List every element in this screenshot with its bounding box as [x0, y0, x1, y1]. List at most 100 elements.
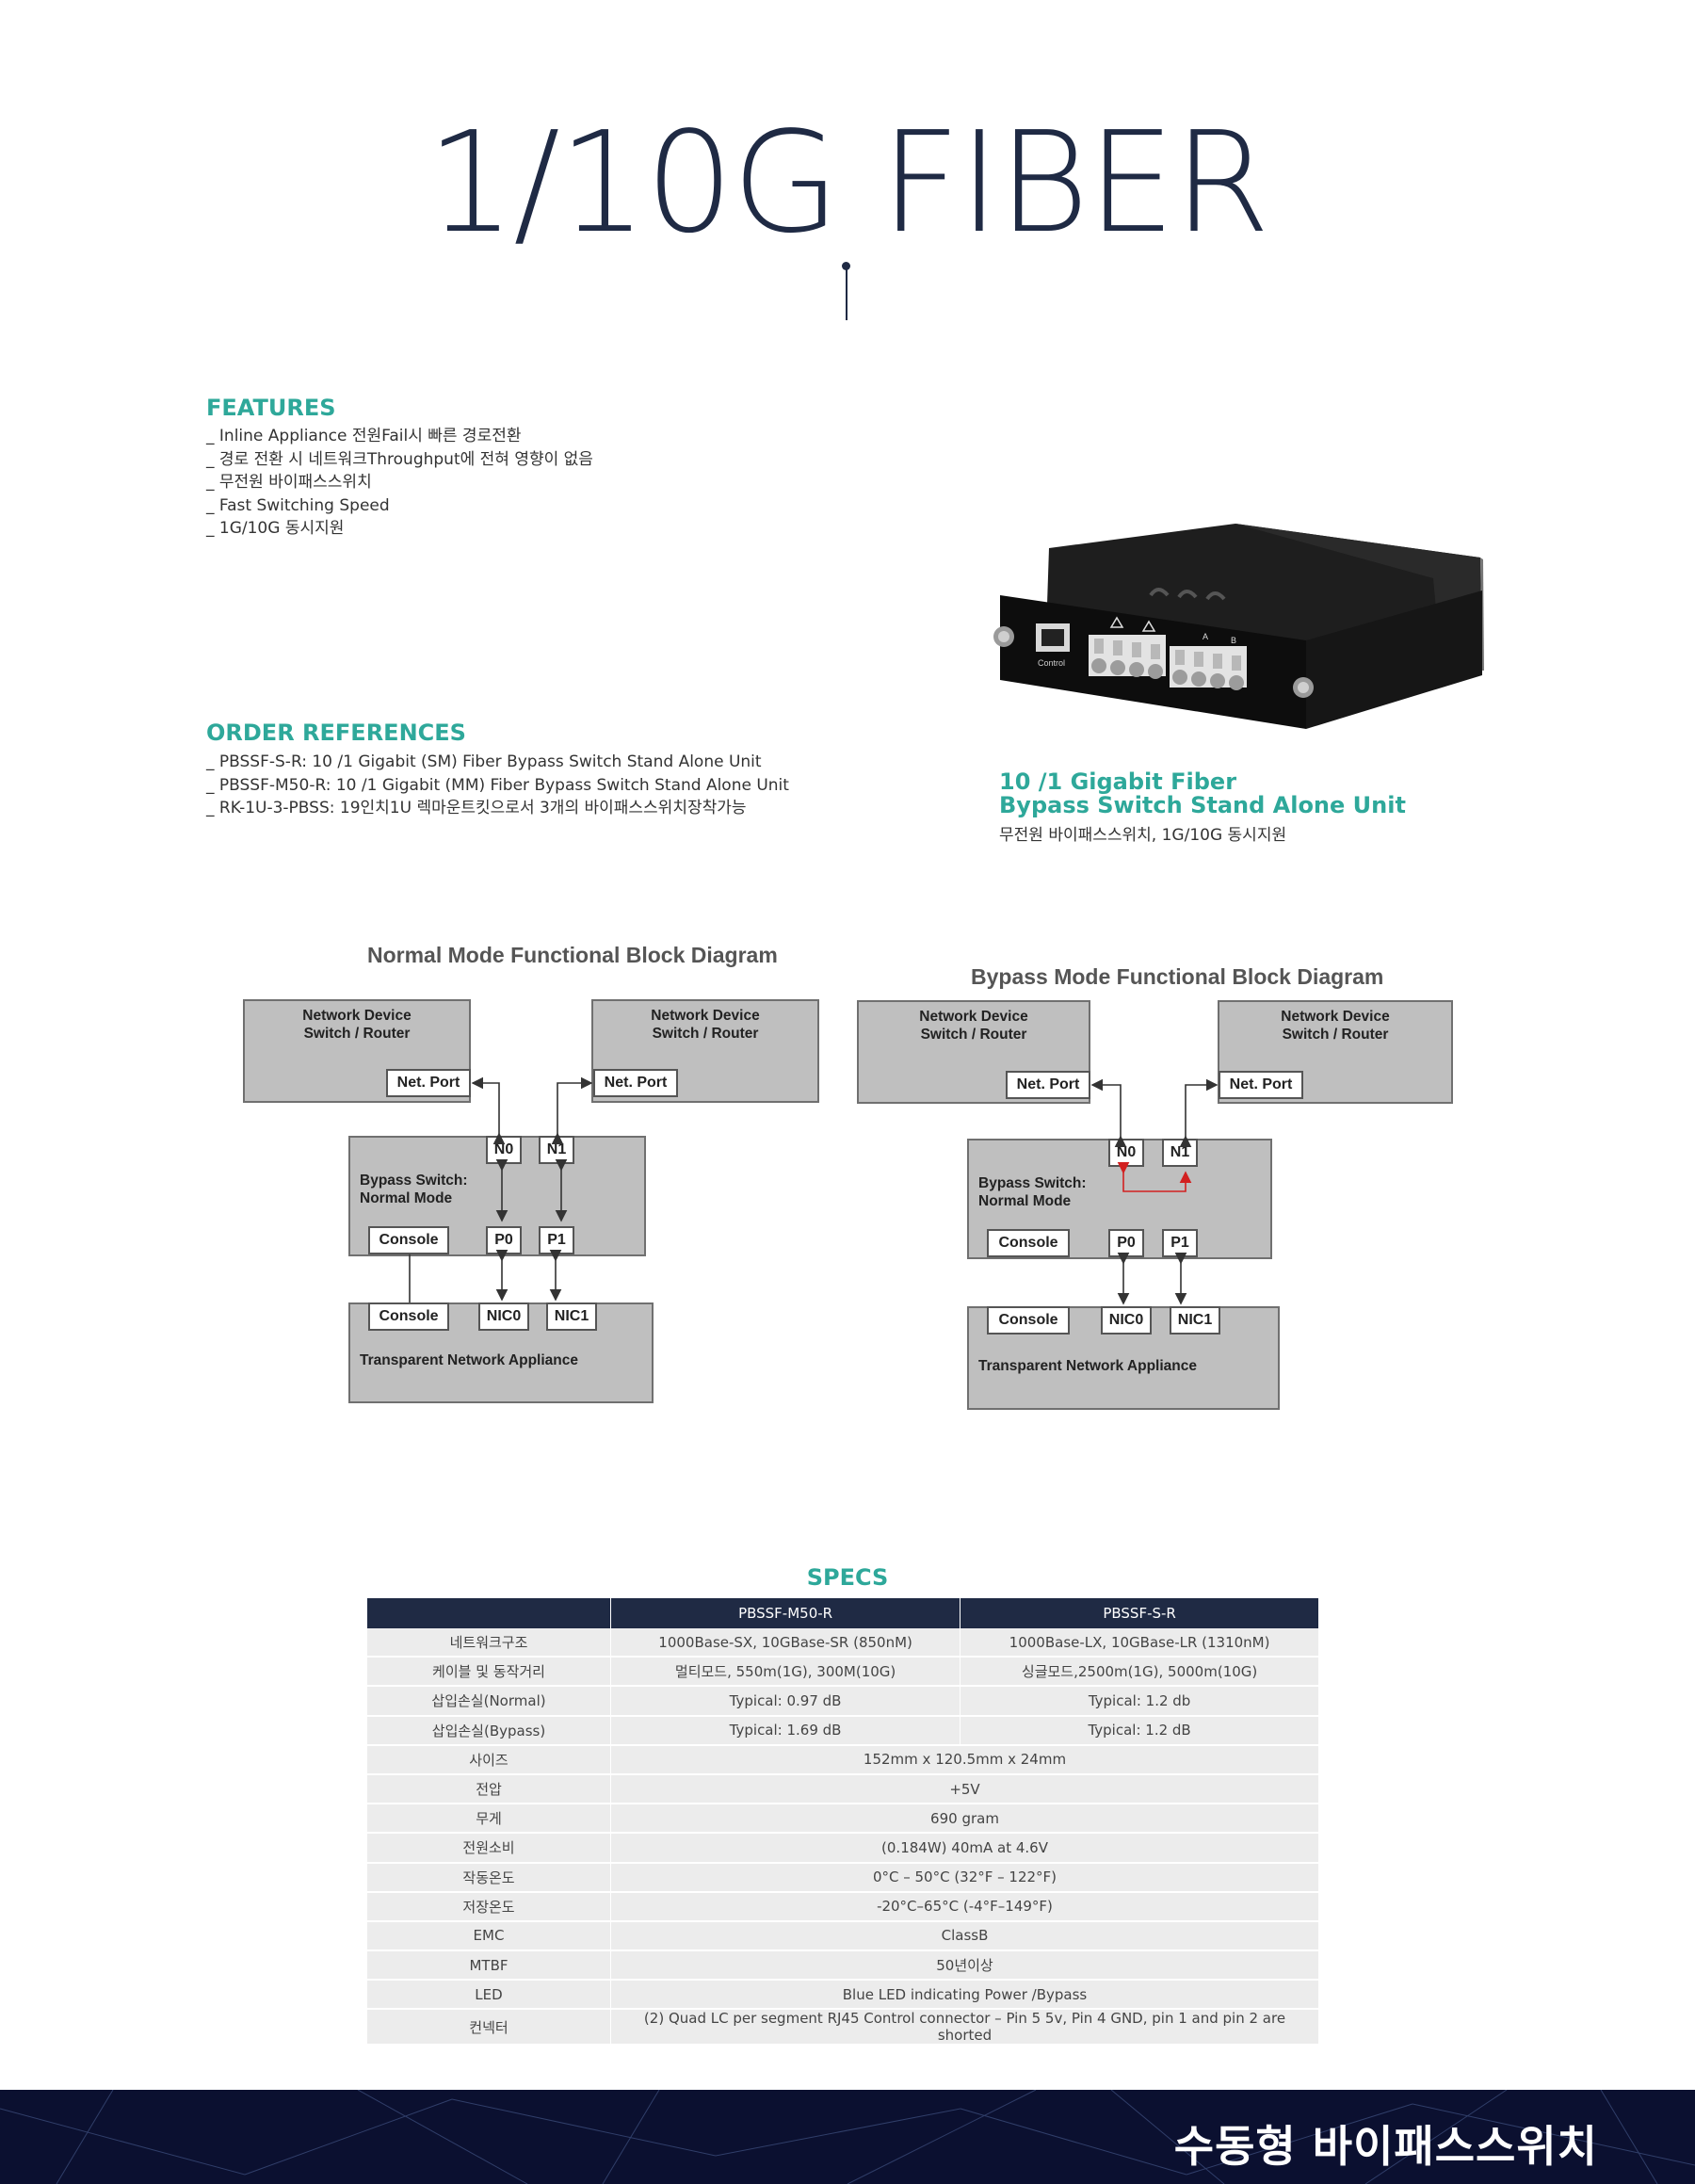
list-item: _ 1G/10G 동시지원 [206, 519, 345, 538]
list-item: _ 무전원 바이패스스위치 [206, 473, 372, 492]
port-a-label: A [1203, 632, 1208, 641]
bypass-port-p1: P1 [1162, 1229, 1198, 1257]
table-row: 저장온도 -20°C–65°C (-4°F–149°F) [367, 1891, 1319, 1922]
bypass-port-nic1: NIC1 [1170, 1306, 1220, 1335]
footer-title: 수동형 바이패스스위치 [1173, 2121, 1598, 2172]
column-header: PBSSF-S-R [960, 1598, 1319, 1628]
spec-value: 690 gram [610, 1804, 1319, 1835]
normal-console-appliance: Console [368, 1302, 449, 1331]
list-item: _ RK-1U-3-PBSS: 19인치1U 렉마운트킷으로서 3개의 바이패스… [206, 799, 747, 817]
spec-label: 삽입손실(Normal) [367, 1686, 611, 1717]
table-row: 케이블 및 동작거리 멀티모드, 550m(1G), 300M(10G) 싱글모… [367, 1657, 1319, 1688]
table-header-row: PBSSF-M50-R PBSSF-S-R [367, 1598, 1319, 1628]
normal-net-port-right: Net. Port [593, 1069, 678, 1097]
spec-value: 50년이상 [610, 1950, 1319, 1982]
order-references-heading: ORDER REFERENCES [206, 720, 466, 746]
table-row: 삽입손실(Bypass) Typical: 1.69 dB Typical: 1… [367, 1715, 1319, 1746]
spec-label: 사이즈 [367, 1744, 611, 1775]
normal-console-switch: Console [368, 1226, 449, 1254]
bypass-console-switch: Console [987, 1229, 1070, 1257]
table-row: 전원소비 (0.184W) 40mA at 4.6V [367, 1833, 1319, 1864]
spec-value: 0°C – 50°C (32°F – 122°F) [610, 1862, 1319, 1893]
column-header [367, 1598, 611, 1628]
spec-label: 네트워크구조 [367, 1628, 611, 1658]
device-label: Network Device Switch / Router [651, 1008, 760, 1042]
bypass-diagram-title: Bypass Mode Functional Block Diagram [971, 964, 1384, 989]
spec-value: Typical: 1.69 dB [610, 1715, 961, 1746]
table-row: 무게 690 gram [367, 1804, 1319, 1835]
title-divider [846, 264, 848, 320]
list-item: _ PBSSF-S-R: 10 /1 Gigabit (SM) Fiber By… [206, 752, 762, 771]
appliance-label: Transparent Network Appliance [978, 1358, 1197, 1374]
footer-banner: 수동형 바이패스스위치 [0, 2090, 1695, 2184]
spec-label: EMC [367, 1920, 611, 1952]
spec-value: -20°C–65°C (-4°F–149°F) [610, 1891, 1319, 1922]
spec-value: 152mm x 120.5mm x 24mm [610, 1744, 1319, 1775]
control-label: Control [1038, 658, 1065, 668]
table-row: EMC ClassB [367, 1920, 1319, 1952]
spec-label: 작동온도 [367, 1862, 611, 1893]
port-b-label: B [1231, 636, 1236, 645]
features-list: _ Inline Appliance 전원Fail시 빠른 경로전환 _ 경로 … [206, 425, 593, 541]
spec-value: +5V [610, 1773, 1319, 1805]
spec-value: (2) Quad LC per segment RJ45 Control con… [610, 2009, 1319, 2046]
product-title: 10 /1 Gigabit Fiber Bypass Switch Stand … [999, 770, 1406, 817]
connector-n0-left [1090, 1078, 1127, 1148]
spec-value: Typical: 1.2 db [960, 1686, 1319, 1717]
spec-value: Typical: 1.2 dB [960, 1715, 1319, 1746]
table-row: 삽입손실(Normal) Typical: 0.97 dB Typical: 1… [367, 1686, 1319, 1717]
table-row: 전압 +5V [367, 1773, 1319, 1805]
spec-value: (0.184W) 40mA at 4.6V [610, 1833, 1319, 1864]
table-row: 네트워크구조 1000Base-SX, 10GBase-SR (850nM) 1… [367, 1628, 1319, 1658]
footer-network-pattern [0, 2090, 1695, 2184]
table-row: 컨넥터 (2) Quad LC per segment RJ45 Control… [367, 2009, 1319, 2046]
specs-table: PBSSF-M50-R PBSSF-S-R 네트워크구조 1000Base-SX… [367, 1598, 1319, 2046]
list-item: _ PBSSF-M50-R: 10 /1 Gigabit (MM) Fiber … [206, 775, 789, 795]
column-header: PBSSF-M50-R [610, 1598, 961, 1628]
appliance-label: Transparent Network Appliance [360, 1352, 578, 1368]
bypass-port-nic0: NIC0 [1101, 1306, 1152, 1335]
spec-value: 멀티모드, 550m(1G), 300M(10G) [610, 1657, 961, 1688]
spec-value: 1000Base-SX, 10GBase-SR (850nM) [610, 1628, 961, 1658]
spec-label: 케이블 및 동작거리 [367, 1657, 611, 1688]
table-row: LED Blue LED indicating Power /Bypass [367, 1980, 1319, 2011]
normal-port-nic0: NIC0 [478, 1302, 529, 1331]
spec-value: ClassB [610, 1920, 1319, 1952]
list-item: _ Fast Switching Speed [206, 495, 390, 515]
table-row: MTBF 50년이상 [367, 1950, 1319, 1982]
normal-net-port-left: Net. Port [386, 1069, 471, 1097]
product-title-line1: 10 /1 Gigabit Fiber [999, 768, 1237, 795]
spec-label: 저장온도 [367, 1891, 611, 1922]
spec-label: 전압 [367, 1773, 611, 1805]
spec-label: MTBF [367, 1950, 611, 1982]
spec-label: LED [367, 1980, 611, 2011]
normal-port-p1: P1 [539, 1226, 574, 1254]
order-references-list: _ PBSSF-S-R: 10 /1 Gigabit (SM) Fiber By… [206, 751, 789, 820]
spec-label: 무게 [367, 1804, 611, 1835]
list-item: _ Inline Appliance 전원Fail시 빠른 경로전환 [206, 427, 522, 445]
device-label: Network Device Switch / Router [1281, 1009, 1390, 1043]
spec-label: 전원소비 [367, 1833, 611, 1864]
bypass-console-appliance: Console [987, 1306, 1070, 1335]
device-label: Network Device Switch / Router [919, 1009, 1028, 1043]
spec-label: 삽입손실(Bypass) [367, 1715, 611, 1746]
bypass-net-port-right: Net. Port [1219, 1071, 1303, 1099]
spec-value: Blue LED indicating Power /Bypass [610, 1980, 1319, 2011]
connector-n1-right [1179, 1078, 1219, 1148]
list-item: _ 경로 전환 시 네트워크Throughput에 전혀 영향이 없음 [206, 449, 593, 469]
switch-label: Bypass Switch: Normal Mode [978, 1175, 1087, 1209]
device-label: Network Device Switch / Router [302, 1008, 412, 1042]
spec-value: Typical: 0.97 dB [610, 1686, 961, 1717]
product-title-line2: Bypass Switch Stand Alone Unit [999, 792, 1406, 818]
spec-label: 컨넥터 [367, 2009, 611, 2046]
product-subtitle: 무전원 바이패스스위치, 1G/10G 동시지원 [999, 826, 1287, 845]
table-row: 작동온도 0°C – 50°C (32°F – 122°F) [367, 1862, 1319, 1893]
table-row: 사이즈 152mm x 120.5mm x 24mm [367, 1744, 1319, 1775]
specs-heading: SPECS [806, 1564, 889, 1591]
connector-bypass-loop [1117, 1161, 1192, 1192]
normal-diagram-title: Normal Mode Functional Block Diagram [367, 943, 778, 967]
product-image: Control A B [993, 524, 1484, 729]
spec-value: 싱글모드,2500m(1G), 5000m(10G) [960, 1657, 1319, 1688]
features-heading: FEATURES [206, 395, 336, 421]
